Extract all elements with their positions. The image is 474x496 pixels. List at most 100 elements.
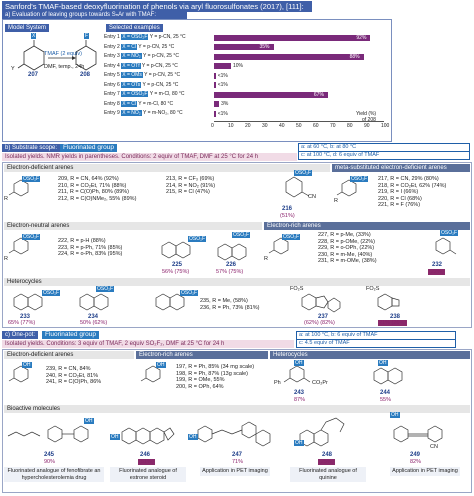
entry-number: Entry 4 — [104, 62, 122, 69]
entry-leaving-group: X = OTs — [121, 81, 142, 88]
compound-243-structure — [283, 365, 311, 383]
rich-r-label: R — [264, 256, 268, 262]
list-item: 220, R = Cl (68%) — [378, 195, 422, 202]
entry-conditions: Y = p-CN, 25 °C — [141, 53, 179, 59]
rich-arene-structure — [268, 237, 289, 255]
compound-225-yield: 56% (75%) — [162, 269, 190, 275]
yield-value-label: <1% — [217, 72, 228, 79]
compound-245-structure — [7, 425, 89, 443]
c-ewd-section-title: Electron-deficient arenes — [4, 351, 134, 359]
entry-label: Entry 2 X = Cl Y = p-CN, 25 °C — [104, 43, 174, 50]
compound-233-structure — [13, 293, 43, 311]
product-f-label: F — [84, 33, 90, 39]
entry-label: Entry 9 X = NO₂ Y = m-NO₂, 80 °C — [104, 110, 183, 116]
hetero-osf-label: OSO₂F — [180, 290, 199, 296]
ewd-list-2: 213, R = CF₃ (69%) 214, R = NO₂ (91%) 21… — [166, 176, 215, 196]
compound-246-structure — [121, 427, 175, 445]
caption-248: Fluorinated analogue of quinine — [290, 467, 366, 483]
entry-label: Entry 5 X = OMs Y = p-CN, 25 °C — [104, 72, 180, 78]
rich-section-title: Electron-rich arenes — [264, 222, 470, 230]
c245-oh: OH — [84, 418, 94, 424]
x-axis-line — [214, 120, 384, 122]
yield-value-label: 3% — [221, 101, 229, 107]
part-b-frame — [2, 162, 472, 328]
entry-number: Entry 5 — [104, 72, 122, 78]
yield-bar — [214, 101, 220, 107]
compound-249-yield: 82% — [410, 459, 422, 465]
yield-value-label: <1% — [217, 110, 228, 117]
c216-cn: CN — [308, 194, 316, 200]
entry-label: Entry 7 X = OSO₂F Y = m-Cl, 80 °C — [104, 91, 185, 97]
conditions-line-2: DMF, temp., 24h — [44, 64, 85, 70]
x-tick-label: 90 — [364, 122, 370, 129]
compound-234-structure — [79, 293, 109, 311]
yield-value-label: <1% — [217, 82, 228, 88]
compound-248-structure — [299, 417, 345, 447]
compound-232-yield: (22%) — [428, 269, 445, 275]
entry-leaving-group: X = Cl — [121, 43, 137, 50]
list-item: 227, R = p-Me, (33%) — [318, 232, 371, 238]
c216-osf: OSO₂F — [294, 170, 313, 176]
yield-value-label: 10% — [233, 63, 244, 69]
neutral-osf-label: OSO₂F — [22, 234, 41, 240]
compound-225-structure — [161, 241, 191, 259]
c-ewd-list: 239, R = CN, 84% 240, R = CO₂Et, 81% 241… — [46, 366, 101, 386]
meta-list: 217, R = CN, 29% (80%) 218, R = CO₂Et, 6… — [378, 176, 446, 209]
ewd-osf-label: OSO₂F — [22, 176, 41, 182]
compound-248: 248 — [322, 452, 333, 458]
c225-osf: OSO₂F — [188, 236, 207, 242]
entry-number: Entry 2 — [104, 43, 122, 50]
compound-238-yield: 21% (26%) — [378, 320, 408, 326]
compound-226-structure — [217, 243, 247, 261]
caption-249: Application in PET imaging — [390, 467, 460, 476]
compound-244-yield: 55% — [380, 397, 392, 403]
c-rich-oh-label: OH — [156, 362, 166, 368]
c243-co2pr: CO₂Pr — [312, 380, 328, 386]
c248-oh: OH — [294, 440, 304, 446]
list-item: 214, R = NO₂ (91%) — [166, 182, 216, 189]
hetero-list: 235, R = Me, (58%) 236, R = Ph, 73% (81%… — [200, 298, 259, 311]
list-item: 240, R = CO₂Et, 81% — [46, 372, 99, 379]
list-item: 229, R = o-OPh, (22%) — [318, 245, 375, 252]
compound-243-yield: 87% — [294, 397, 306, 403]
compound-249-structure — [393, 425, 443, 443]
part-b-tag: Fluorinated group — [60, 144, 117, 152]
neutral-list: 222, R = p-H (88%) 223, R = p-Ph, 71% (8… — [58, 238, 122, 258]
entry-number: Entry 3 — [104, 53, 122, 59]
compound-237-structure — [301, 293, 341, 313]
rich-osf-label: OSO₂F — [282, 234, 301, 240]
entry-label: Entry 3 X = NO₂ Y = p-CN, 25 °C — [104, 53, 179, 59]
x-axis-subtitle: of 208 — [362, 116, 376, 123]
x-tick-label: 20 — [245, 122, 251, 129]
c234-osf: OSO₂F — [96, 286, 115, 292]
c238-fso3: FO₂S — [366, 286, 380, 292]
list-item: 228, R = p-OMe, (22%) — [318, 238, 376, 245]
x-tick-label: 0 — [211, 122, 214, 129]
entry-label: Entry 1 X = OSO₂F Y = p-CN, 25 °C — [104, 34, 186, 40]
selected-examples-label: Selected examples — [106, 24, 163, 32]
entry-number: Entry 8 — [104, 100, 122, 107]
compound-226-yield: 57% (75%) — [216, 269, 244, 275]
entry-conditions: Y = p-CN, 25 °C — [148, 34, 186, 40]
entry-conditions: Y = m-Cl, 80 °C — [137, 100, 174, 107]
yield-bar — [214, 91, 328, 98]
yield-bar — [214, 110, 216, 117]
entry-conditions: Y = m-NO₂, 80 °C — [141, 110, 183, 116]
compound-243: 243 — [294, 390, 305, 396]
caption-245: Fluorinated analogue of fenofibrate an h… — [4, 467, 104, 483]
compound-247-structure — [197, 421, 271, 447]
list-item: 197, R = Ph, 85% (34 mg scale) — [176, 364, 255, 370]
entry-label: Entry 4 X = OTf Y = p-CN, 25 °C — [104, 62, 178, 69]
list-item: 217, R = CN, 29% (80%) — [378, 176, 439, 182]
entry-leaving-group: X = OSO₂F — [121, 91, 149, 97]
neutral-arene-structure — [8, 237, 29, 255]
entry-number: Entry 1 — [104, 34, 122, 40]
entry-conditions: Y = p-CN, 25 °C — [140, 62, 178, 69]
c249-oh: OH — [390, 412, 400, 418]
list-item: 223, R = p-Ph, 71% (85%) — [58, 244, 123, 251]
entry-leaving-group: X = NO₂ — [121, 110, 142, 116]
list-item: 215, R = Cl (47%) — [166, 189, 210, 196]
list-item: 218, R = CO₂Et, 62% (74%) — [378, 182, 447, 189]
entry-number: Entry 7 — [104, 91, 122, 97]
compound-216-yield: (51%) — [280, 213, 295, 219]
